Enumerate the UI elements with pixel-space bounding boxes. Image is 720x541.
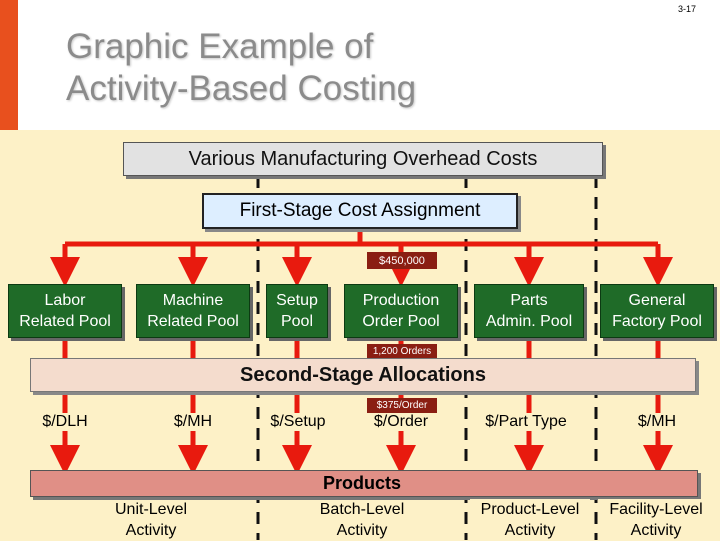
- rate-part-type: $/Part Type: [474, 413, 578, 431]
- pool-general-factory: General Factory Pool: [600, 284, 714, 338]
- pool-machine: Machine Related Pool: [136, 284, 250, 338]
- orders-quantity-tag: 1,200 Orders: [367, 344, 437, 359]
- activity-batch-level: Batch-Level Activity: [319, 501, 405, 539]
- products-label: Products: [322, 472, 401, 493]
- first-stage-box: First-Stage Cost Assignment: [202, 193, 518, 229]
- first-stage-arrows: [50, 229, 673, 287]
- overhead-costs-box: Various Manufacturing Overhead Costs: [123, 142, 603, 176]
- activity-facility-level: Facility-Level Activity: [598, 499, 714, 541]
- slide-title: Graphic Example of Activity-Based Costin…: [66, 27, 417, 108]
- first-stage-amount-tag: $450,000: [367, 252, 437, 269]
- rate-mh-general: $/MH: [624, 413, 690, 431]
- second-stage-arrows: [50, 338, 673, 475]
- rate-mh-machine: $/MH: [160, 413, 226, 431]
- activity-product-level: Product-Level Activity: [470, 499, 590, 541]
- pool-setup: Setup Pool: [266, 284, 328, 338]
- products-bar: [30, 470, 698, 497]
- pool-labor: Labor Related Pool: [8, 284, 122, 338]
- activity-unit-level: Unit-Level Activity: [114, 501, 188, 539]
- slide-number: 3-17: [678, 4, 697, 14]
- order-rate-tag: $375/Order: [367, 398, 437, 413]
- accent-bar: [0, 0, 18, 130]
- rate-dlh: $/DLH: [20, 413, 110, 431]
- slide-header: [0, 0, 720, 130]
- rate-order: $/Order: [364, 413, 438, 431]
- pool-parts-admin: Parts Admin. Pool: [474, 284, 584, 338]
- pool-production-order: Production Order Pool: [344, 284, 458, 338]
- rate-setup: $/Setup: [262, 413, 334, 431]
- second-stage-box: Second-Stage Allocations: [30, 358, 696, 392]
